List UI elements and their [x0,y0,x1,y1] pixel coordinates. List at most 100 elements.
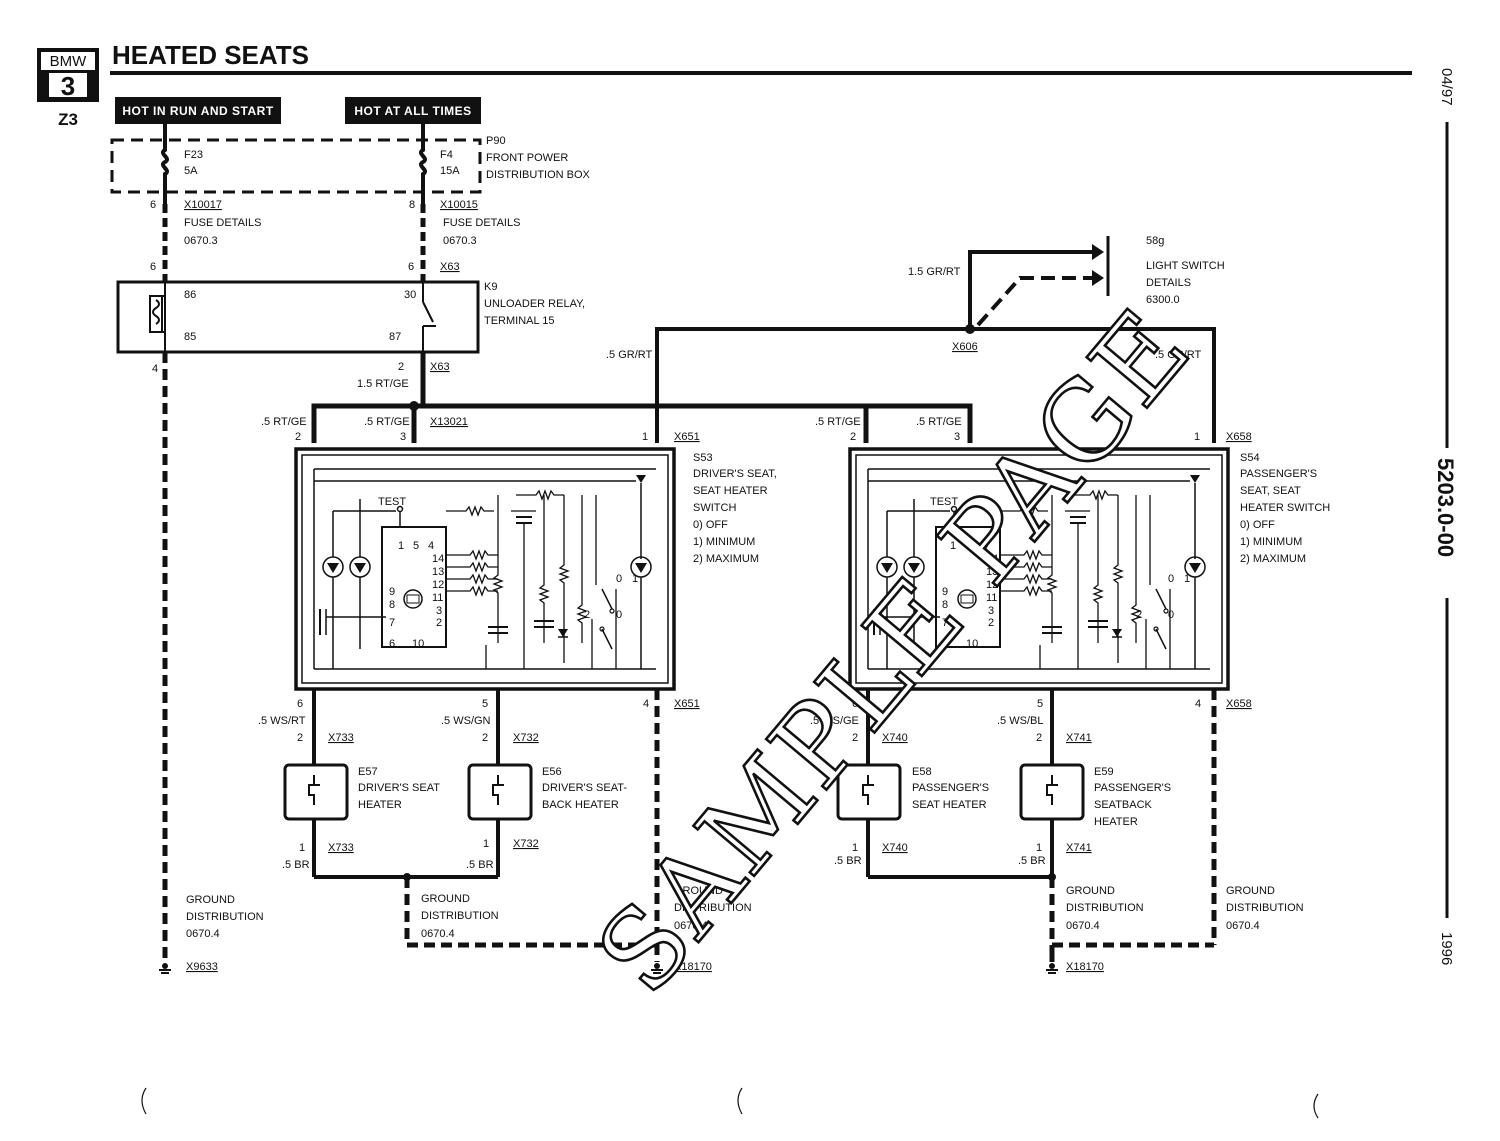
s53-ic-pin-3: 3 [436,605,442,617]
s53-pin-6: 6 [297,698,303,710]
relay-t85: 85 [184,331,196,343]
splice-x13021: X13021 [430,416,468,428]
e57-heater-icon [308,775,320,805]
s54-id: S54 [1240,452,1260,464]
e56-id: E56 [542,766,562,778]
s54-ic-pin-9: 9 [942,586,948,598]
e56-pin-out: 1 [483,838,489,850]
binder-mark-left [141,1087,147,1115]
relay-pin-left-top: 6 [150,261,156,273]
heater-e56: .5 WS/GN 2 X732 E56 DRIVER'S SEAT- BACK … [441,715,627,877]
splice-x606: X606 [952,341,978,353]
s53-name-2: SEAT HEATER [693,485,768,497]
logo-top-text: BMW [50,53,88,70]
fuse-details: 6 X10017 FUSE DETAILS 0670.3 8 X10015 FU… [150,199,520,247]
heater-e58: .5 WS/GE 2 X740 E58 PASSENGER'S SEAT HEA… [810,715,989,877]
s53-pin-1: 1 [642,431,648,443]
relay-id: K9 [484,281,497,293]
relay-pin-right-top: 6 [408,261,414,273]
fuse-right-text: FUSE DETAILS [443,217,520,229]
ground-1-ref: 0670.4 [186,928,220,940]
s53-mode-1: 1) MINIMUM [693,536,755,548]
ground-4-text-2: DISTRIBUTION [1066,902,1144,914]
s53-ic-pin-5: 5 [413,540,419,552]
wire-gr-rt-right: .5 GR/RT [1155,349,1202,361]
e59-conn-out: X741 [1066,842,1092,854]
fuse-box-p90: F23 5A F4 15A P90 FRONT POWER DISTRIBUTI… [110,124,591,204]
ground-4-text-1: GROUND [1066,885,1115,897]
s54-conn-bottom: X658 [1226,698,1252,710]
s54-ic-pin-13: 13 [986,566,998,578]
s53-mode-0: 0) OFF [693,519,728,531]
s53-mode-2: 2) MAXIMUM [693,553,759,565]
e59-conn-in: X741 [1066,732,1092,744]
fuse-f4-icon [419,124,427,204]
fuse-box-name-1: FRONT POWER [486,152,568,164]
e58-name-1: PASSENGER'S [912,782,989,794]
s54-mode-0: 0) OFF [1240,519,1275,531]
bmw-logo: BMW 3 Z3 [37,48,99,129]
relay-conn-bottom: X63 [430,361,450,373]
relay-t86: 86 [184,289,196,301]
s53-pin-4: 4 [643,698,649,710]
side-doc-number: 5203.0-00 [1433,458,1458,557]
e58-wire-in: .5 WS/GE [810,715,859,727]
ground-4-ref: 0670.4 [1066,920,1100,932]
ground-label-5: GROUND DISTRIBUTION 0670.4 [1226,885,1304,932]
ground-label-1: GROUND DISTRIBUTION 0670.4 X9633 [186,894,264,973]
e57-name-1: DRIVER'S SEAT [358,782,440,794]
ground-label-3: GROUND DISTRIBUTION 0670.4 X18170 [674,885,752,973]
e57-wire-in: .5 WS/RT [258,715,306,727]
s54-name-3: HEATER SWITCH [1240,502,1330,514]
s54-ic-pin-12: 12 [986,579,998,591]
relay-conn-top: X63 [440,261,460,273]
logo-series-text: 3 [61,71,75,101]
e59-wire-out: .5 BR [1018,855,1046,867]
ground-3-text-2: DISTRIBUTION [674,902,752,914]
e59-pin-in: 2 [1036,732,1042,744]
s53-name-3: SWITCH [693,502,736,514]
s53-pin-3: 3 [400,431,406,443]
s53-sw-2: 2 [584,609,590,621]
relay-pin-left-bottom: 4 [152,363,158,375]
s54-ic-pin-3: 3 [988,605,994,617]
fuse-box-name-2: DISTRIBUTION BOX [486,169,591,181]
light-switch-ref: 6300.0 [1146,294,1180,306]
s53-ic-pin-4: 4 [428,540,434,552]
s54-pin-6: 6 [852,698,858,710]
light-switch-name-2: DETAILS [1146,277,1191,289]
s53-sw-0: 0 [616,573,622,585]
ground-1-text-1: GROUND [186,894,235,906]
s53-ic-pin-12: 12 [432,579,444,591]
e58-conn-in: X740 [882,732,908,744]
s53-pin-2: 2 [295,431,301,443]
ground-label-4: GROUND DISTRIBUTION 0670.4 X18170 [1066,885,1144,973]
side-date: 04/97 [1438,68,1455,106]
side-strip: 04/97 5203.0-00 1996 [1433,68,1458,965]
s54-pin-4: 4 [1195,698,1201,710]
ground-5-text-1: GROUND [1226,885,1275,897]
relay-contact-icon [422,301,434,323]
light-switch-58g: 58g LIGHT SWITCH DETAILS 6300.0 1.5 GR/R… [908,235,1225,353]
s54-pin-5: 5 [1037,698,1043,710]
s53-ic-pin-11: 11 [432,592,443,604]
ground-1-conn: X9633 [186,961,218,973]
s54-mode-2: 2) MAXIMUM [1240,553,1306,565]
wire-rt-ge-1: .5 RT/GE [261,416,307,428]
relay-name-1: UNLOADER RELAY, [484,298,585,310]
s54-test-label: TEST [930,496,958,508]
ground-symbol-x9633 [159,963,171,974]
s53-ic-pin-8: 8 [389,599,395,611]
e59-name-3: HEATER [1094,816,1138,828]
s54-ic-pin-8: 8 [942,599,948,611]
e56-wire-out: .5 BR [466,859,494,871]
s54-ic-pin-10: 10 [966,638,978,650]
light-switch-name-1: LIGHT SWITCH [1146,260,1225,272]
e57-pin-in: 2 [297,732,303,744]
e57-wire-out: .5 BR [282,859,310,871]
fuse-f23-id: F23 [184,149,203,161]
s53-ic-pin-10: 10 [412,638,424,650]
s54-ic-pin-11: 11 [986,592,997,604]
e59-wire-in: .5 WS/BL [997,715,1043,727]
wire-rt-ge-3: .5 RT/GE [815,416,861,428]
